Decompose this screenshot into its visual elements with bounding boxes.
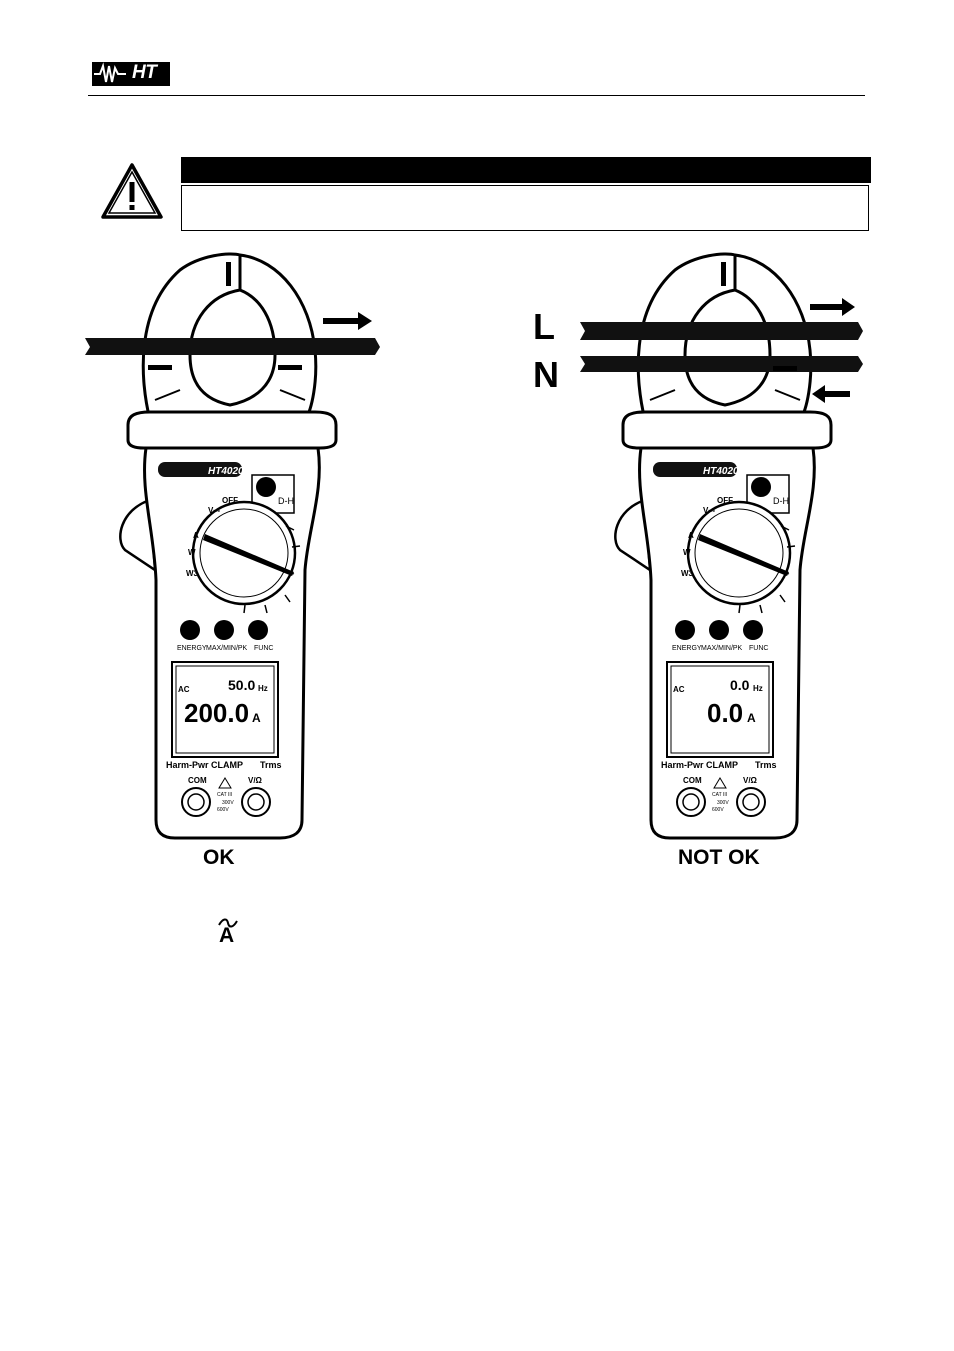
maxmin-label: MAX/MIN/PK (206, 645, 248, 652)
conductor-wire (85, 338, 380, 355)
light-button[interactable] (256, 477, 276, 497)
vohm-label: V/Ω (248, 776, 263, 785)
current-arrow-icon (323, 312, 372, 330)
clamp-meter-not-ok: HT4020 D-H OFF V⎓ A W W3 ENERGY MAX/MIN/… (580, 252, 863, 840)
off-label: OFF (717, 496, 733, 505)
line-wire (580, 322, 863, 340)
dh-label: D-H (278, 496, 294, 506)
lcd-freq-value: 50.0 (228, 677, 255, 693)
cat-label: CAT III (712, 792, 727, 798)
func-label: FUNC (749, 645, 768, 652)
line-wire-label: L (533, 306, 555, 347)
w3-label: W3 (186, 569, 199, 578)
caption-not-ok: NOT OK (678, 846, 760, 869)
lcd-freq-unit: Hz (753, 684, 763, 693)
w3-label: W3 (681, 569, 694, 578)
ht-logo-icon (92, 62, 170, 86)
a-label: A (193, 531, 199, 540)
energy-button[interactable] (180, 620, 200, 640)
neutral-wire-label: N (533, 354, 559, 395)
light-button[interactable] (751, 477, 771, 497)
maxmin-button[interactable] (214, 620, 234, 640)
cat-v2: 600V (712, 807, 724, 813)
warning-title-bar (181, 157, 871, 183)
func-button[interactable] (743, 620, 763, 640)
lcd-freq-unit: Hz (258, 684, 268, 693)
neutral-wire (580, 356, 863, 372)
lcd-main-unit: A (252, 711, 261, 725)
a-label: A (688, 531, 694, 540)
dh-label: D-H (773, 496, 789, 506)
neutral-arrow-icon (812, 385, 850, 403)
clamp-meter-ok: HT4020 D-H OFF V⎓ A W W3 ENERGY MAX/MIN/… (85, 252, 380, 840)
w-label: W (188, 548, 196, 557)
warning-text-box (181, 185, 869, 231)
v-label: V⎓ (208, 506, 220, 515)
cat-v1: 300V (222, 800, 234, 806)
trms-label: Trms (755, 760, 777, 770)
energy-label: ENERGY (672, 645, 702, 652)
w-label: W (683, 548, 691, 557)
trms-label: Trms (260, 760, 282, 770)
model-label: HT4020 (703, 466, 739, 477)
lcd-main-value: 0.0 (707, 698, 743, 728)
ac-current-symbol-icon: A (217, 918, 239, 948)
energy-label: ENERGY (177, 645, 207, 652)
warning-triangle-icon (101, 163, 163, 219)
cat-label: CAT III (217, 792, 232, 798)
maxmin-label: MAX/MIN/PK (701, 645, 743, 652)
func-label: FUNC (254, 645, 273, 652)
brand-line: Harm-Pwr CLAMP (166, 760, 243, 770)
logo-text: HT (132, 62, 157, 83)
vohm-label: V/Ω (743, 776, 758, 785)
brand-line: Harm-Pwr CLAMP (661, 760, 738, 770)
energy-button[interactable] (675, 620, 695, 640)
lcd-ac: AC (673, 685, 685, 694)
header-rule (88, 95, 865, 96)
com-label: COM (683, 776, 702, 785)
off-label: OFF (222, 496, 238, 505)
func-button[interactable] (248, 620, 268, 640)
lcd-main-unit: A (747, 711, 756, 725)
model-label: HT4020 (208, 466, 244, 477)
cat-v2: 600V (217, 807, 229, 813)
caption-ok: OK (203, 846, 235, 869)
cat-v1: 300V (717, 800, 729, 806)
lcd-freq-value: 0.0 (730, 677, 750, 693)
line-arrow-icon (810, 298, 855, 316)
lcd-ac: AC (178, 685, 190, 694)
v-label: V⎓ (703, 506, 715, 515)
maxmin-button[interactable] (709, 620, 729, 640)
ac-current-symbol-letter: A (219, 924, 235, 947)
com-label: COM (188, 776, 207, 785)
lcd-main-value: 200.0 (184, 698, 249, 728)
jaw-mark-top (226, 262, 231, 286)
